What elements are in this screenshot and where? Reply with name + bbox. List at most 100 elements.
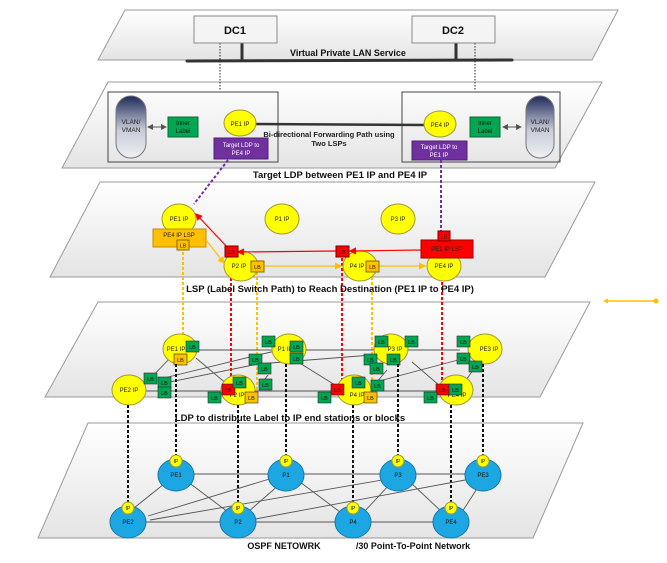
ldp-node-pe3-label: PE3 IP bbox=[480, 347, 499, 353]
vpls-label: Virtual Private LAN Service bbox=[290, 48, 406, 58]
lsp-lb-orange-p2[interactable] bbox=[250, 260, 265, 273]
ldp-lb-box[interactable] bbox=[456, 352, 471, 365]
ip-badge-label: IP bbox=[481, 459, 486, 465]
vlan-right-line2: VMAN bbox=[531, 127, 550, 134]
ldp-lb-box[interactable] bbox=[173, 353, 188, 366]
lsp-lb-red-p2[interactable] bbox=[224, 245, 239, 258]
dc2-box[interactable]: DC2 bbox=[411, 15, 496, 44]
lsp-lb-orange-pe1[interactable] bbox=[176, 239, 190, 251]
lsp-node-p4-label: P4 IP bbox=[350, 264, 365, 270]
ip-badge bbox=[476, 454, 490, 468]
ip-badge-label: IP bbox=[449, 506, 454, 512]
lsp-lb-red-pe4[interactable] bbox=[437, 230, 451, 242]
ldp-lb-box[interactable] bbox=[244, 391, 259, 404]
inner-left-line1: Inner bbox=[176, 121, 190, 127]
ldp-lb-box[interactable] bbox=[157, 386, 172, 399]
ldp-lb-box[interactable] bbox=[257, 362, 272, 375]
inner-label-right[interactable] bbox=[469, 116, 501, 138]
ip-badge-label: IP bbox=[284, 459, 289, 465]
ldp-lb-text: LB bbox=[147, 377, 154, 383]
ldp-lb-box[interactable] bbox=[448, 383, 463, 396]
dc1-box[interactable]: DC1 bbox=[193, 15, 278, 44]
lsp-node-p1[interactable] bbox=[264, 203, 300, 235]
tldp-node-pe1[interactable] bbox=[223, 109, 257, 137]
ldp-lb-box[interactable] bbox=[248, 353, 263, 366]
ldp-lb-text: LB bbox=[177, 358, 184, 364]
ldp-lb-box[interactable] bbox=[370, 379, 385, 392]
ldp-lb-text: LB bbox=[472, 365, 479, 371]
ldp-node-p3-label: P3 IP bbox=[388, 347, 403, 353]
ldp-node-pe3[interactable] bbox=[467, 333, 503, 365]
ldp-lb-text: LB bbox=[408, 340, 415, 346]
ldp-lb-box[interactable] bbox=[258, 378, 273, 391]
target-left-line2: PE4 IP bbox=[232, 151, 251, 157]
ldp-lb-box[interactable] bbox=[143, 372, 158, 385]
ip-badge bbox=[346, 501, 360, 515]
ldp-lb-box[interactable] bbox=[289, 352, 304, 365]
ldp-lb-text: LB bbox=[252, 358, 259, 364]
ldp-node-pe1-label: PE1 IP bbox=[167, 347, 186, 353]
bidirectional-path bbox=[251, 122, 426, 127]
lsp-node-pe1-label: PE1 IP bbox=[170, 217, 189, 223]
ldp-lb-text: LB bbox=[236, 381, 243, 387]
inner-label-left[interactable] bbox=[167, 116, 199, 138]
ldp-lb-box[interactable] bbox=[232, 376, 247, 389]
ldp-lb-box[interactable] bbox=[369, 362, 384, 375]
tldp-node-pe4[interactable] bbox=[423, 110, 457, 138]
vlan-vman-right[interactable] bbox=[525, 95, 555, 159]
ldp-lb-box[interactable] bbox=[456, 335, 471, 348]
inner-left-line2: Label bbox=[176, 129, 191, 135]
dc1-label: DC1 bbox=[224, 25, 246, 37]
ldp-lb-box[interactable] bbox=[207, 391, 222, 404]
plane-ldp bbox=[44, 301, 591, 398]
bidir-label-line1: Bi-directional Forwarding Path using bbox=[263, 130, 395, 139]
ip-badge-label: IP bbox=[396, 459, 401, 465]
ip-badge-label: IP bbox=[236, 506, 241, 512]
legend-orange-arrow bbox=[603, 298, 659, 304]
ldp-lb-box[interactable] bbox=[386, 353, 401, 366]
target-left-line1: Target LDP to bbox=[223, 143, 260, 149]
target-ldp-left[interactable] bbox=[213, 137, 269, 160]
p2p-label: /30 Point-To-Point Network bbox=[356, 541, 471, 551]
ldp-lb-box[interactable] bbox=[221, 383, 236, 396]
ldp-lb-text: LB bbox=[161, 381, 168, 387]
ldp-lb-text: LB bbox=[334, 388, 341, 394]
lsp-lb-orange-pe1-text: LB bbox=[180, 244, 187, 250]
ldp-lb-box[interactable] bbox=[330, 383, 345, 396]
ldp-lb-box[interactable] bbox=[374, 335, 389, 348]
ldp-lb-box[interactable] bbox=[185, 340, 200, 353]
ospf-label: OSPF NETOWRK bbox=[247, 541, 321, 551]
ldp-lb-box[interactable] bbox=[423, 391, 438, 404]
lsp-node-p3[interactable] bbox=[380, 203, 416, 235]
vlan-left-line1: VLAN/ bbox=[122, 119, 141, 126]
ldp-lb-box[interactable] bbox=[404, 335, 419, 348]
ospf-node-label: PE2 bbox=[122, 520, 134, 526]
target-ldp-right[interactable] bbox=[411, 140, 468, 161]
lsp-lb-red-p4[interactable] bbox=[335, 245, 350, 258]
ldp-lb-box[interactable] bbox=[289, 340, 304, 353]
ldp-lb-text: LB bbox=[248, 396, 255, 402]
ldp-lb-box[interactable] bbox=[317, 391, 332, 404]
ospf-node-label: PE4 bbox=[445, 520, 457, 526]
pe1-ip-lsp-label: PE1 IP LSP bbox=[431, 247, 463, 253]
ldp-lb-box[interactable] bbox=[261, 335, 276, 348]
ldp-lb-text: LB bbox=[211, 396, 218, 402]
ip-badge bbox=[121, 501, 135, 515]
ip-badge bbox=[279, 454, 293, 468]
ldp-lb-text: LB bbox=[374, 384, 381, 390]
ldp-lb-box[interactable] bbox=[351, 376, 366, 389]
lsp-lb-orange-p2-text: LB bbox=[254, 265, 261, 271]
lsp-lb-orange-p4[interactable] bbox=[365, 260, 380, 273]
ospf-node-label: P1 bbox=[282, 473, 290, 479]
vlan-vman-left[interactable] bbox=[115, 95, 147, 159]
tldp-node-pe4-label: PE4 IP bbox=[431, 123, 450, 129]
ldp-node-p1-label: P1 IP bbox=[278, 347, 293, 353]
lsp-node-p3-label: P3 IP bbox=[391, 217, 406, 223]
target-right-line1: Target LDP to bbox=[421, 145, 458, 151]
dc2-label: DC2 bbox=[442, 25, 464, 37]
ospf-node-label: P2 bbox=[234, 520, 242, 526]
ldp-lb-text: LB bbox=[261, 367, 268, 373]
ldp-lb-box[interactable] bbox=[363, 391, 378, 404]
